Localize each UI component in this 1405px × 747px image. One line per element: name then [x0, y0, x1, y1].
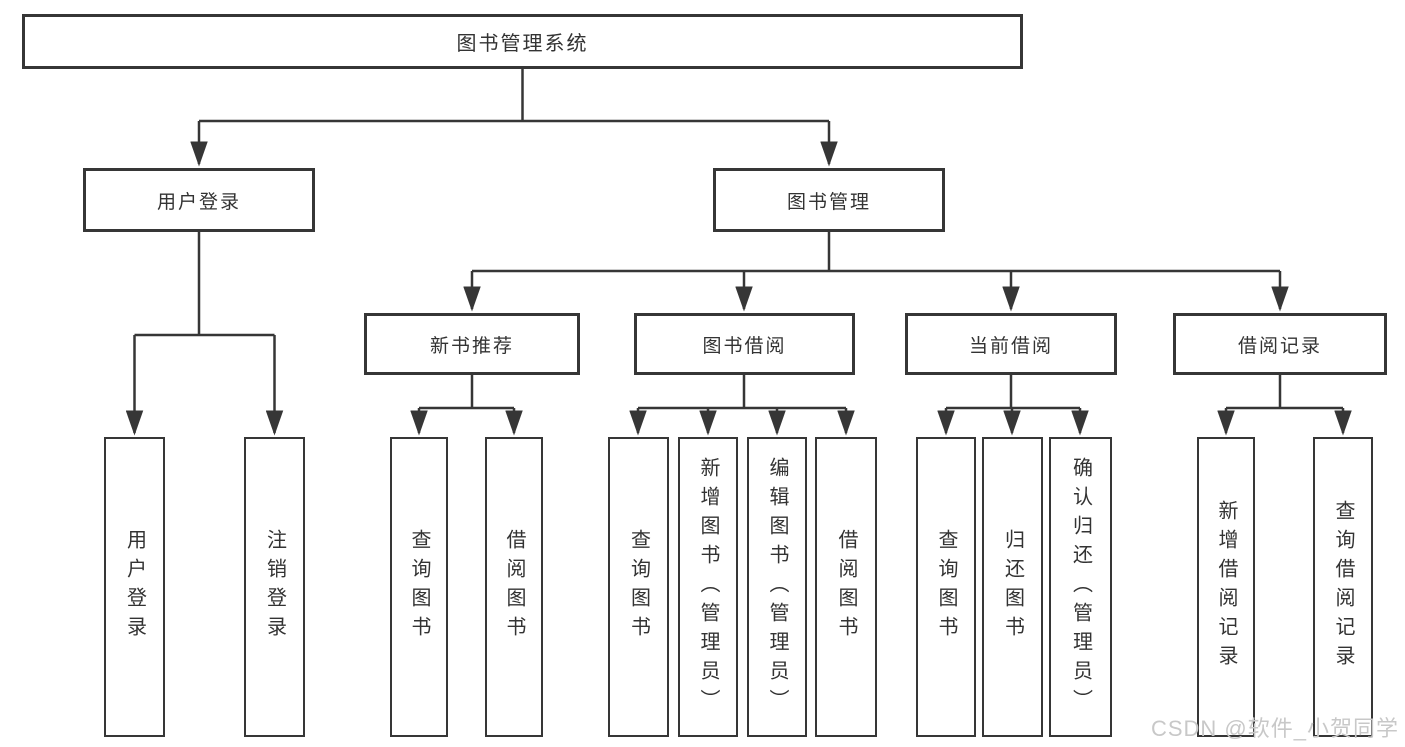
node-borrowing-records: 借阅记录 [1173, 313, 1387, 375]
leaf-borrowing-query-books: 查询图书 [608, 437, 669, 737]
node-label: 用户登录 [156, 191, 241, 213]
node-label: 借阅记录 [1237, 335, 1322, 357]
node-label: 当前借阅 [968, 335, 1053, 357]
node-label: 图书管理 [786, 191, 871, 213]
leaf-records-query-borrow-record: 查询借阅记录 [1313, 437, 1373, 737]
node-label: 确认归还（管理员） [1069, 456, 1092, 718]
leaf-records-add-borrow-record: 新增借阅记录 [1197, 437, 1255, 737]
node-label: 新书推荐 [429, 335, 514, 357]
node-label: 借阅图书 [835, 529, 857, 645]
node-library-management-system: 图书管理系统 [22, 14, 1023, 69]
node-label: 图书借阅 [702, 335, 787, 357]
node-current-borrowing: 当前借阅 [905, 313, 1117, 375]
node-label: 查询图书 [627, 529, 650, 645]
node-label: 注销登录 [263, 529, 286, 645]
node-label: 新增借阅记录 [1215, 500, 1237, 674]
leaf-current-query-books: 查询图书 [916, 437, 976, 737]
leaf-current-return-books: 归还图书 [982, 437, 1043, 737]
node-book-borrowing: 图书借阅 [634, 313, 855, 375]
node-user-login: 用户登录 [83, 168, 315, 232]
node-label: 新增图书（管理员） [697, 456, 719, 718]
node-label: 查询图书 [935, 529, 957, 645]
node-new-book-recommendation: 新书推荐 [364, 313, 580, 375]
node-label: 用户登录 [123, 529, 146, 645]
node-label: 归还图书 [1001, 529, 1024, 645]
node-label: 编辑图书（管理员） [766, 456, 788, 718]
node-label: 查询借阅记录 [1332, 500, 1354, 674]
leaf-borrowing-add-books-admin: 新增图书（管理员） [678, 437, 738, 737]
leaf-current-confirm-return-admin: 确认归还（管理员） [1049, 437, 1112, 737]
node-book-management: 图书管理 [713, 168, 945, 232]
leaf-user-login: 用户登录 [104, 437, 165, 737]
leaf-newbook-query-books: 查询图书 [390, 437, 448, 737]
node-label: 查询图书 [408, 529, 430, 645]
csdn-watermark: CSDN @软件_小贺同学 [1150, 716, 1399, 741]
leaf-borrowing-borrow-books: 借阅图书 [815, 437, 877, 737]
node-label: 图书管理系统 [456, 33, 589, 55]
leaf-borrowing-edit-books-admin: 编辑图书（管理员） [747, 437, 807, 737]
leaf-newbook-borrow-books: 借阅图书 [485, 437, 543, 737]
node-label: 借阅图书 [503, 529, 525, 645]
leaf-logout-login: 注销登录 [244, 437, 305, 737]
